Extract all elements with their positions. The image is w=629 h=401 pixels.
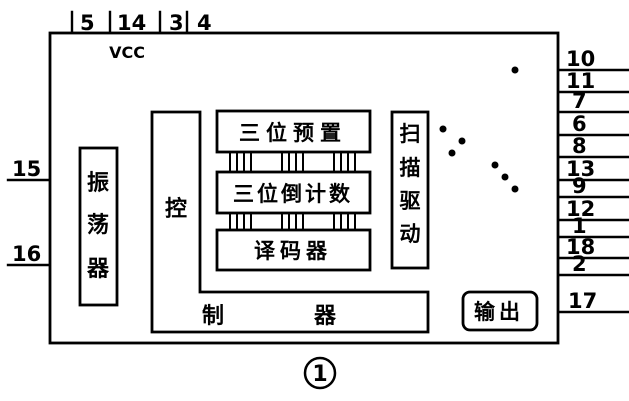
block-labels: VCC 振 荡 器 控 制 器 三位预置 三位倒计数 译码器 扫 描 驱 动 输… xyxy=(86,43,524,329)
junction-dot xyxy=(491,161,499,169)
bus-preset-countdown xyxy=(229,152,356,172)
scan-driver-char-1: 扫 xyxy=(400,122,421,146)
pin-label-16: 16 xyxy=(12,242,41,266)
pin-label-15: 15 xyxy=(12,157,41,181)
pin-label-9: 9 xyxy=(572,174,587,198)
oscillator-char-2: 荡 xyxy=(87,212,109,238)
junction-dot xyxy=(511,66,519,74)
output-label: 输出 xyxy=(474,300,524,324)
pin-labels: 5 14 3 4 15 16 10 11 7 6 8 13 9 12 1 18 … xyxy=(12,11,597,313)
controller-char-bottom-left: 制 xyxy=(202,304,224,329)
oscillator-char-1: 振 xyxy=(87,171,109,196)
pin-label-12: 12 xyxy=(566,197,595,221)
controller-char-top: 控 xyxy=(165,196,187,222)
scan-driver-char-3: 驱 xyxy=(400,189,421,213)
pin-label-8: 8 xyxy=(572,134,587,158)
pin-label-11: 11 xyxy=(566,69,595,93)
scan-driver-char-2: 描 xyxy=(400,156,421,180)
countdown-block xyxy=(215,170,372,215)
controller-block xyxy=(150,110,430,334)
bus-ticks xyxy=(229,152,356,230)
oscillator-block xyxy=(78,146,119,307)
preset-label: 三位预置 xyxy=(239,121,347,145)
junction-dot xyxy=(501,173,509,181)
junction-dot xyxy=(458,137,466,145)
junction-dot xyxy=(511,185,519,193)
pin-label-2: 2 xyxy=(572,252,587,276)
pin-label-5: 5 xyxy=(80,11,95,35)
decoder-label: 译码器 xyxy=(254,239,332,263)
figure-number-badge: 1 xyxy=(303,356,337,390)
oscillator-char-3: 器 xyxy=(86,257,110,282)
controller-char-bottom-right: 器 xyxy=(313,304,337,329)
pin-label-13: 13 xyxy=(566,157,595,181)
scan-driver-block xyxy=(390,110,430,270)
vcc-label: VCC xyxy=(109,43,145,62)
scan-driver-char-4: 动 xyxy=(400,222,421,246)
junction-dot xyxy=(448,149,456,157)
pin-label-1: 1 xyxy=(572,214,587,238)
bus-countdown-decoder xyxy=(229,213,356,230)
pin-label-4: 4 xyxy=(197,11,212,35)
countdown-label: 三位倒计数 xyxy=(233,182,353,206)
preset-block xyxy=(215,109,372,154)
output-block xyxy=(461,290,539,332)
pin-label-18: 18 xyxy=(566,235,595,259)
junction-dots xyxy=(439,66,519,193)
pin-label-6: 6 xyxy=(572,112,587,136)
junction-dot xyxy=(439,125,447,133)
pin-label-3: 3 xyxy=(169,11,184,35)
pin-label-17: 17 xyxy=(568,289,597,313)
pin-label-10: 10 xyxy=(566,47,595,71)
figure-number-circle xyxy=(303,356,337,390)
pin-label-14: 14 xyxy=(117,11,146,35)
decoder-block xyxy=(215,228,372,272)
figure-number-text: 1 xyxy=(312,362,327,387)
pin-label-7: 7 xyxy=(572,89,587,113)
